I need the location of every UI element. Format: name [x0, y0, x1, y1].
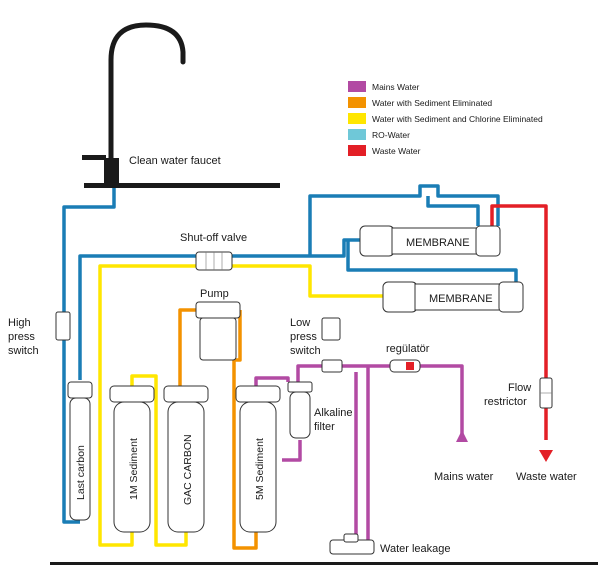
gac-carbon-label: GAC CARBON [182, 434, 194, 505]
regulator [389, 359, 421, 373]
waste-outlet-arrow [539, 450, 553, 462]
shutoff-valve[interactable] [195, 251, 233, 271]
floor-line [50, 562, 598, 565]
flow-restrictor [539, 377, 553, 409]
waste-water-label: Waste water [516, 471, 577, 483]
legend-label-waste: Waste Water [372, 146, 421, 156]
low-press-label-3: switch [290, 345, 321, 357]
faucet-assembly: Clean water faucet [82, 22, 280, 188]
regulator-label: regülatör [386, 343, 430, 355]
pipe-mains-alkaline-to-lowpress [282, 440, 302, 462]
alkaline-filter [287, 381, 313, 439]
pipes [62, 184, 548, 550]
pipe-ro-last-carbon-to-shutoff [78, 254, 196, 380]
alkaline-label-1: Alkaline [314, 407, 353, 419]
pipe-ro-membrane-link [346, 240, 518, 282]
mains-water-label: Mains water [434, 471, 494, 483]
high-press-label-3: switch [8, 345, 39, 357]
pipe-ro-tee [426, 196, 480, 226]
cartridge-last-carbon: Last carbon [67, 381, 93, 521]
cartridge-1m-sediment: 1M Sediment [109, 385, 155, 533]
membrane-lower-label: MEMBRANE [429, 293, 493, 305]
legend-label-sediment: Water with Sediment Eliminated [372, 98, 492, 108]
pipe-mains-regulator-to-inlet [420, 364, 464, 440]
legend-swatch-mains [348, 81, 366, 92]
low-press-label-2: press [290, 331, 317, 343]
legend-swatch-chlorine [348, 113, 366, 124]
shutoff-label: Shut-off valve [180, 232, 247, 244]
legend-label-ro: RO-Water [372, 130, 410, 140]
faucet-spout [108, 22, 186, 181]
flow-restrictor-label-1: Flow [508, 382, 531, 394]
flow-restrictor-label-2: restrictor [484, 396, 527, 408]
high-press-switch [55, 311, 71, 341]
pipe-orange-gac-to-pump [178, 308, 196, 386]
alkaline-label-2: filter [314, 421, 335, 433]
last-carbon-label: Last carbon [75, 445, 87, 500]
legend-swatch-ro [348, 129, 366, 140]
legend-swatch-waste [348, 145, 366, 156]
pipe-ro-shutoff-to-membrane [232, 238, 360, 258]
pipe-yellow-1m-to-gac [130, 374, 188, 547]
mains-inlet-arrow [456, 430, 468, 442]
faucet-handle [82, 155, 106, 160]
faucet-label: Clean water faucet [129, 155, 221, 167]
legend-label-mains: Mains Water [372, 82, 420, 92]
pipe-yellow-shutoff-to-membrane2 [232, 264, 383, 298]
cartridge-5m-sediment: 5M Sediment [235, 385, 281, 533]
legend-label-chlorine: Water with Sediment and Chlorine Elimina… [372, 114, 543, 124]
membrane-upper: MEMBRANE [359, 225, 501, 257]
sediment-1m-label: 1M Sediment [128, 438, 140, 500]
water-leakage-sensor [329, 533, 375, 555]
low-press-label-1: Low [290, 317, 310, 329]
faucet-base [104, 158, 119, 184]
legend-swatch-sediment [348, 97, 366, 108]
cartridge-gac-carbon: GAC CARBON [163, 385, 209, 533]
legend: Mains Water Water with Sediment Eliminat… [348, 81, 543, 156]
counter-top [84, 183, 280, 188]
low-press-switch [321, 317, 343, 373]
membrane-lower: MEMBRANE [382, 281, 524, 313]
water-leakage-label: Water leakage [380, 543, 451, 555]
membrane-upper-label: MEMBRANE [406, 237, 470, 249]
pump-label: Pump [200, 288, 229, 300]
high-press-label-1: High [8, 317, 31, 329]
pipe-mains-5m-to-alkaline [254, 376, 290, 386]
pump [195, 301, 241, 361]
pipe-waste [490, 204, 548, 378]
high-press-label-2: press [8, 331, 35, 343]
sediment-5m-label: 5M Sediment [254, 438, 266, 500]
pipe-orange-pump-to-5m [232, 310, 258, 550]
pipe-ro-membrane1-out [308, 184, 500, 256]
pipe-ro-faucet-to-last-carbon [62, 188, 116, 524]
pipe-yellow-shutoff-to-gac [98, 264, 196, 547]
